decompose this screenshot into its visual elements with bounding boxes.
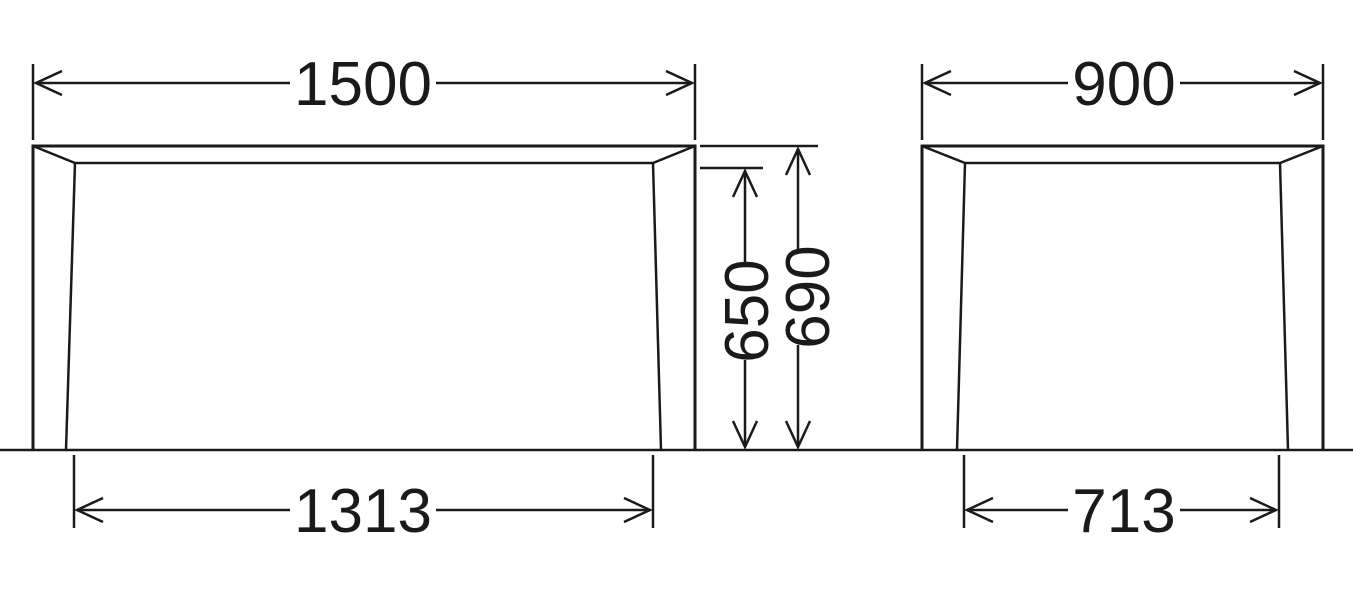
front-tabletop-bevel: [32, 144, 696, 165]
front-base-width-label: 1313: [294, 477, 432, 546]
arrowhead-up: [784, 146, 812, 176]
front-top-width-label: 1500: [294, 50, 432, 119]
height-to-apron-label: 650: [713, 259, 782, 362]
arrowhead-up: [731, 168, 759, 198]
arrowhead-right: [1293, 69, 1323, 97]
height-dimensions: 650 690: [700, 144, 843, 450]
front-right-leg: [651, 162, 663, 451]
dimension-713: 713: [964, 477, 1279, 546]
side-base-width-label: 713: [1072, 477, 1175, 546]
total-height-label: 690: [774, 245, 843, 348]
front-tabletop: [31, 144, 697, 450]
arrowhead-down: [731, 420, 759, 450]
arrowhead-left: [964, 496, 994, 524]
dimension-1313: 1313: [74, 477, 653, 546]
arrowhead-left: [33, 69, 63, 97]
arrowhead-right: [1249, 496, 1279, 524]
front-left-leg: [64, 162, 77, 451]
side-view: [920, 64, 1325, 528]
arrowhead-left: [74, 496, 104, 524]
side-right-leg: [1278, 162, 1290, 451]
side-left-leg: [955, 162, 967, 451]
dimension-1500: 1500: [33, 50, 695, 119]
side-top-width-label: 900: [1072, 50, 1175, 119]
arrowhead-left: [922, 69, 952, 97]
side-tabletop: [920, 144, 1325, 450]
side-tabletop-bevel: [921, 144, 1324, 165]
dimension-900: 900: [922, 50, 1323, 119]
front-view: [31, 64, 697, 528]
arrowhead-right: [623, 496, 653, 524]
arrowhead-right: [665, 69, 695, 97]
arrowhead-down: [784, 420, 812, 450]
